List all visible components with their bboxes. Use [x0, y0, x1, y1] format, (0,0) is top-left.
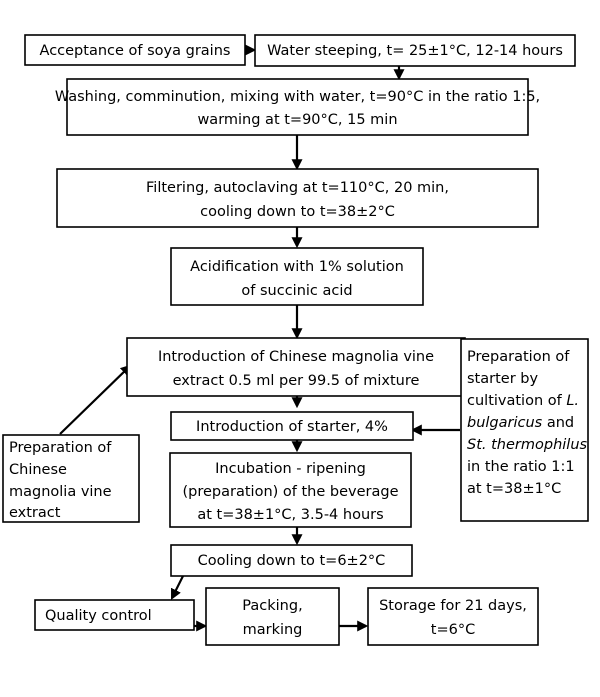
- label-packing-2: marking: [243, 622, 303, 638]
- box-prep-extract: Preparation of Chinese magnolia vine ext…: [2, 434, 140, 523]
- box-steeping: Water steeping, t= 25±1°C, 12-14 hours: [254, 34, 576, 67]
- label-prep-starter-4: bulgaricus and: [467, 415, 574, 431]
- label-incubation-2: (preparation) of the beverage: [183, 484, 399, 500]
- box-intro-extract: Introduction of Chinese magnolia vine ex…: [126, 337, 466, 397]
- box-acidification: Acidification with 1% solution of succin…: [170, 247, 424, 306]
- label-filtering-1: Filtering, autoclaving at t=110°C, 20 mi…: [146, 180, 449, 196]
- box-quality: Quality control: [34, 599, 195, 631]
- label-prep-starter-5: St. thermophilus: [467, 437, 588, 453]
- label-prep-extract-4: extract: [9, 505, 61, 521]
- label-washing-1: Washing, comminution, mixing with water,…: [55, 89, 540, 105]
- label-prep-starter-3: cultivation of L.: [467, 393, 579, 409]
- arrow-prep-extract-to-intro-extract: [59, 364, 132, 435]
- label-acidification-1: Acidification with 1% solution: [190, 259, 404, 275]
- label-storage-1: Storage for 21 days,: [379, 598, 527, 614]
- arrows: [59, 44, 460, 632]
- label-filtering-2: cooling down to t=38±2°C: [200, 204, 395, 220]
- box-acceptance: Acceptance of soya grains: [24, 34, 246, 66]
- label-acceptance: Acceptance of soya grains: [40, 43, 231, 59]
- label-incubation-1: Incubation - ripening: [215, 461, 366, 477]
- box-cooling: Cooling down to t=6±2°C: [170, 544, 413, 577]
- label-intro-extract-2: extract 0.5 ml per 99.5 of mixture: [173, 373, 420, 389]
- label-prep-extract-1: Preparation of: [9, 440, 112, 456]
- arrow-cooling-to-quality: [171, 575, 184, 600]
- box-washing: Washing, comminution, mixing with water,…: [55, 78, 540, 136]
- label-prep-starter-7: at t=38±1°C: [467, 481, 561, 497]
- label-incubation-3: at t=38±1°C, 3.5-4 hours: [197, 507, 383, 523]
- label-prep-starter-6: in the ratio 1:1: [467, 459, 575, 475]
- label-washing-2: warming at t=90°C, 15 min: [197, 112, 397, 128]
- label-prep-extract-3: magnolia vine: [9, 484, 112, 500]
- label-prep-starter-1: Preparation of: [467, 349, 570, 365]
- box-intro-starter: Introduction of starter, 4%: [170, 411, 414, 441]
- label-packing-1: Packing,: [242, 598, 302, 614]
- label-prep-starter-2: starter by: [467, 371, 538, 387]
- label-cooling: Cooling down to t=6±2°C: [198, 553, 386, 569]
- label-prep-extract-2: Chinese: [9, 462, 67, 478]
- label-acidification-2: of succinic acid: [241, 283, 352, 299]
- label-storage-2: t=6°C: [431, 622, 475, 638]
- label-intro-starter: Introduction of starter, 4%: [196, 419, 388, 435]
- box-packing: Packing, marking: [205, 587, 340, 646]
- label-steeping: Water steeping, t= 25±1°C, 12-14 hours: [267, 43, 563, 59]
- box-prep-starter: Preparation of starter by cultivation of…: [460, 338, 589, 522]
- label-intro-extract-1: Introduction of Chinese magnolia vine: [158, 349, 434, 365]
- box-filtering: Filtering, autoclaving at t=110°C, 20 mi…: [56, 168, 539, 228]
- box-storage: Storage for 21 days, t=6°C: [367, 587, 539, 646]
- box-incubation: Incubation - ripening (preparation) of t…: [169, 452, 412, 528]
- label-quality: Quality control: [45, 608, 152, 624]
